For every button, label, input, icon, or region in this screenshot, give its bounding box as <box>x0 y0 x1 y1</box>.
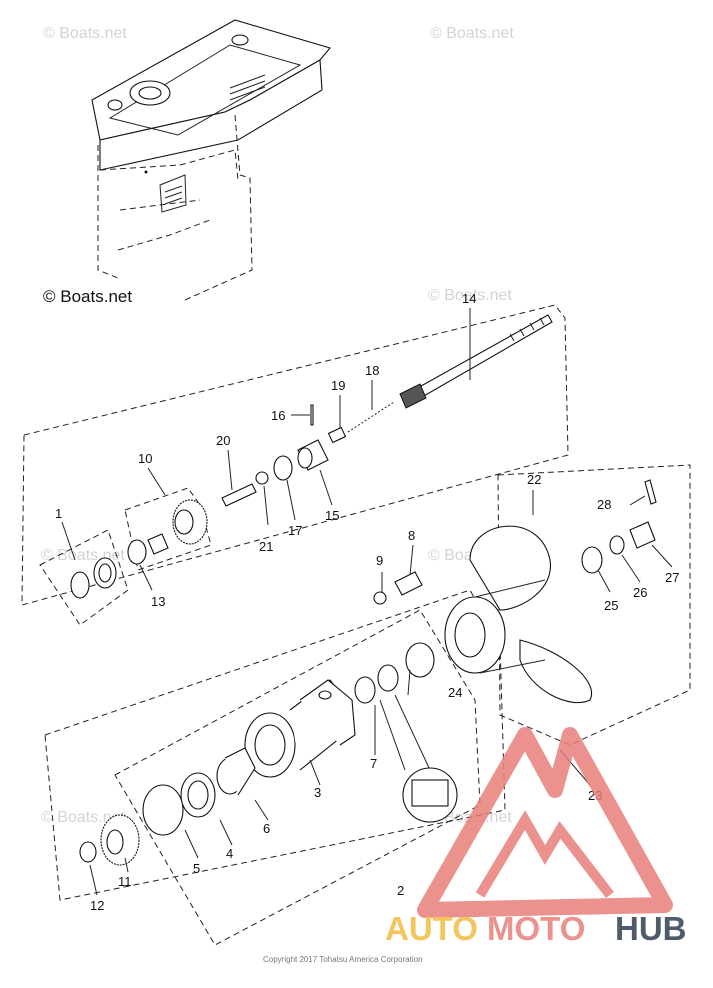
reverse-gear <box>100 814 140 866</box>
needle-bearing <box>216 747 256 796</box>
spring <box>347 401 395 433</box>
callout-25: 25 <box>604 598 618 613</box>
callout-14: 14 <box>462 291 476 306</box>
callout-7: 7 <box>370 756 377 771</box>
steel-ball <box>255 471 269 485</box>
callout-17: 17 <box>288 523 302 538</box>
forward-gear-group-outline <box>124 487 212 571</box>
callout-13: 13 <box>151 594 165 609</box>
thrust-holder <box>405 642 435 678</box>
thrust-washer <box>79 841 97 863</box>
callout-27: 27 <box>665 570 679 585</box>
clutch-dog <box>297 439 329 471</box>
watermark: © Boats.net <box>43 25 127 42</box>
callout-28: 28 <box>597 497 611 512</box>
callouts: 1 2 3 4 5 6 7 8 9 10 11 12 13 14 15 16 1… <box>55 291 679 913</box>
prop-nut <box>629 521 656 549</box>
bearing-housing-group-outline <box>114 609 481 946</box>
bearing-housing <box>244 679 356 778</box>
callout-22: 22 <box>527 472 541 487</box>
housing-caption: © Boats.net <box>43 287 132 306</box>
clutch-pin <box>310 404 314 426</box>
drive-shaft <box>399 314 553 409</box>
propshaft-group-outline <box>44 589 506 901</box>
callout-11: 11 <box>118 874 132 889</box>
washer <box>373 591 387 605</box>
callout-24: 24 <box>448 685 462 700</box>
callout-10: 10 <box>138 451 152 466</box>
copyright-text: Copyright 2017 Tohatsu America Corporati… <box>263 955 423 964</box>
forward-gear <box>147 499 208 555</box>
automotohub-logo: AUTO MOTO HUB <box>385 727 687 947</box>
oil-seals <box>354 664 458 823</box>
callout-6: 6 <box>263 821 270 836</box>
o-ring <box>142 784 184 836</box>
callout-19: 19 <box>331 378 345 393</box>
bearing-group-outline <box>39 529 129 626</box>
spacer <box>581 546 603 574</box>
callout-16: 16 <box>271 408 285 423</box>
leader-lines <box>61 308 673 896</box>
logo-text-auto: AUTO <box>385 910 478 947</box>
plunger <box>327 426 347 444</box>
callout-21: 21 <box>259 539 273 554</box>
watermark: © Boats.net <box>430 25 514 42</box>
shim-ring <box>127 539 147 565</box>
taper-bearing <box>70 557 117 599</box>
propeller-group-outline <box>497 464 691 746</box>
driveshaft-group-outline <box>21 304 569 606</box>
callout-8: 8 <box>408 528 415 543</box>
callout-26: 26 <box>633 585 647 600</box>
callout-20: 20 <box>216 433 230 448</box>
callout-3: 3 <box>314 785 321 800</box>
propeller <box>444 525 593 704</box>
ball-bearing <box>180 772 216 818</box>
logo-text-hub: HUB <box>615 910 687 947</box>
watermark: © Boats.net <box>41 809 125 826</box>
callout-1: 1 <box>55 506 62 521</box>
gear-housing-drawing: © Boats.net <box>43 19 331 306</box>
callout-12: 12 <box>90 898 104 913</box>
callout-15: 15 <box>325 508 339 523</box>
ring <box>273 455 293 481</box>
watermark: © Boats.net <box>428 287 512 304</box>
prop-washer <box>609 535 625 555</box>
push-rod <box>221 483 257 507</box>
callout-18: 18 <box>365 363 379 378</box>
callout-4: 4 <box>226 846 233 861</box>
callout-9: 9 <box>376 553 383 568</box>
bolt <box>394 571 423 596</box>
callout-2: 2 <box>397 883 404 898</box>
cotter-pin <box>644 479 657 505</box>
callout-5: 5 <box>193 861 200 876</box>
logo-text-moto: MOTO <box>487 910 585 947</box>
